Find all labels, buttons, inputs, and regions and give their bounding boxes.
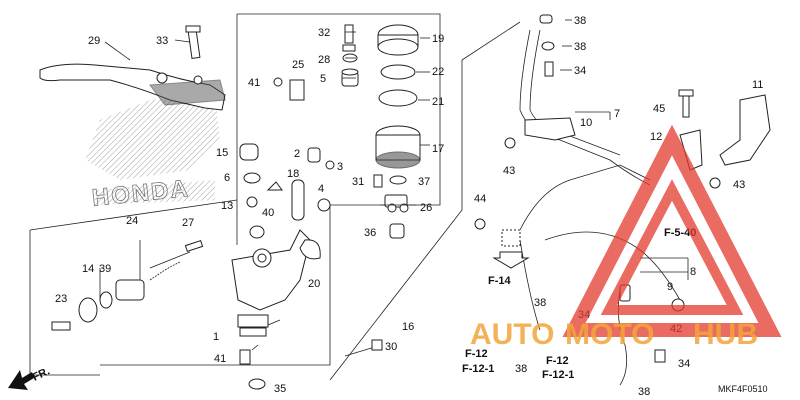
callout: 21: [432, 96, 444, 108]
callout: 5: [320, 73, 326, 85]
master-cylinder-body: [231, 229, 311, 337]
callout: 22: [432, 66, 444, 78]
callout: 18: [287, 168, 299, 180]
callout: 15: [216, 147, 228, 159]
callout: 29: [88, 35, 100, 47]
callout: 9: [667, 281, 673, 293]
callout-leaders: [99, 19, 689, 351]
callout-numbers: 1 2 3 4 5 6 7 8 9 10 11 12 13 14 15 16 1…: [55, 15, 763, 398]
callout: 26: [420, 202, 432, 214]
ref-f121-b: F-12-1: [542, 369, 574, 381]
callout: 38: [515, 363, 527, 375]
callout: 31: [352, 176, 364, 188]
callout: 1: [213, 331, 219, 343]
callout: 38: [574, 41, 586, 53]
callout: 43: [733, 179, 745, 191]
callout: 38: [534, 297, 546, 309]
callout: 3: [337, 161, 343, 173]
callout: 33: [156, 35, 168, 47]
f14-arrow-icon: [492, 251, 530, 269]
callout: 13: [221, 200, 233, 212]
pivot-bolt: [185, 25, 201, 59]
reservoir-bracket: [373, 174, 407, 239]
callout: 44: [474, 193, 486, 205]
callout: 14: [82, 263, 94, 275]
honda-brand-text: HONDA: [91, 175, 191, 212]
callout: 38: [574, 15, 586, 27]
watermark-auto: AUTO: [470, 318, 554, 351]
callout: 25: [292, 59, 304, 71]
cap-screws: [341, 24, 359, 87]
callout: 40: [262, 207, 274, 219]
bolts: [239, 339, 383, 390]
callout: 19: [432, 33, 444, 45]
callout: 2: [294, 148, 300, 160]
callout: 41: [214, 353, 226, 365]
callout: 34: [678, 358, 690, 370]
callout: 11: [752, 79, 763, 91]
callout: 28: [318, 54, 330, 66]
honda-wing-watermark: HONDA: [85, 95, 220, 212]
reference-box: [501, 229, 521, 247]
callout: 41: [248, 77, 260, 89]
piston-set: [51, 240, 204, 331]
front-label: FR.: [31, 365, 52, 383]
callout: 7: [614, 108, 620, 120]
callout: 27: [182, 217, 194, 229]
callout: 23: [55, 293, 67, 305]
front-arrow-icon: [8, 370, 34, 390]
callout: 35: [274, 383, 286, 395]
watermark-moto: MOTO: [565, 318, 654, 351]
ref-f121-a: F-12-1: [462, 363, 494, 375]
automotohub-watermark: AUTO MOTO HUB: [470, 124, 782, 351]
callout: 39: [99, 263, 111, 275]
callout: 4: [318, 183, 324, 195]
callout: 36: [364, 227, 376, 239]
reference-codes: F-5-40 F-14 F-12 F-12-1 F-12 F-12-1: [462, 227, 696, 381]
callout: 37: [418, 176, 430, 188]
callout: 45: [653, 103, 665, 115]
callout: 16: [402, 321, 414, 333]
small-fittings: [239, 143, 283, 239]
watermark-hub: HUB: [693, 318, 758, 351]
callout: 20: [308, 278, 320, 290]
ref-f12-a: F-12: [465, 348, 488, 360]
ref-f12-b: F-12: [546, 355, 569, 367]
callout: 43: [503, 165, 515, 177]
callout: 34: [574, 65, 586, 77]
callout: 30: [385, 341, 397, 353]
callout: 17: [432, 143, 444, 155]
brake-lever: [39, 63, 226, 111]
callout: 12: [650, 131, 662, 143]
ref-f14: F-14: [488, 275, 512, 287]
reservoir-assembly: [375, 24, 421, 213]
callout: 6: [224, 172, 230, 184]
callout: 38: [638, 386, 650, 398]
diagram-code: MKF4F0510: [718, 384, 768, 394]
callout: 32: [318, 27, 330, 39]
callout: 8: [690, 266, 696, 278]
hose-connectors: [273, 77, 335, 260]
callout: 10: [580, 117, 592, 129]
callout: 24: [126, 215, 138, 227]
